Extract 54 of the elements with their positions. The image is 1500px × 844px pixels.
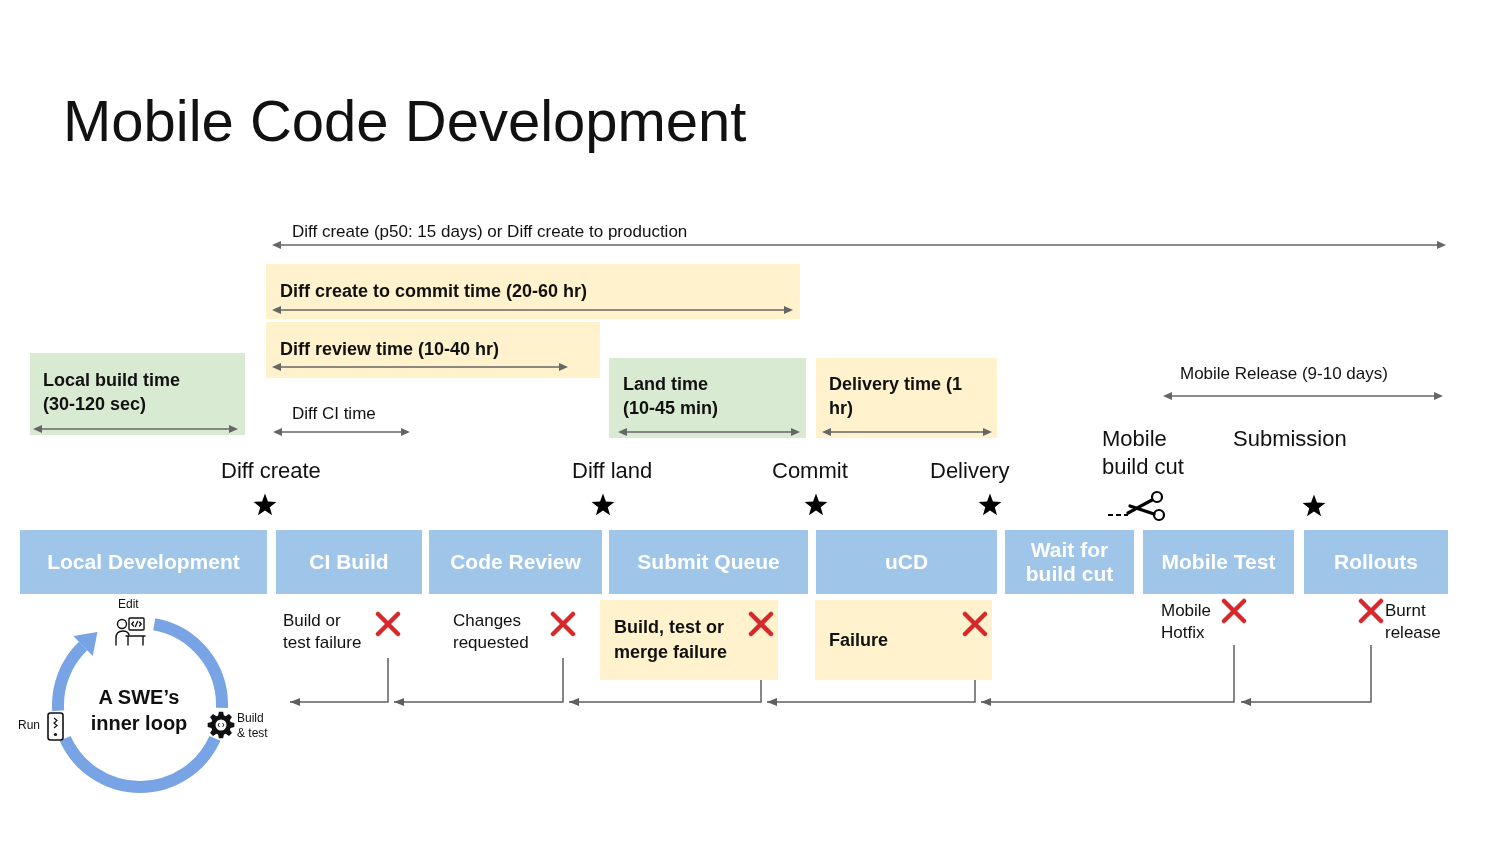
failure-box — [815, 600, 992, 680]
phase-box — [1143, 530, 1294, 594]
phase-box — [276, 530, 422, 594]
slide-title: Mobile Code Development — [63, 87, 747, 155]
milestone-label: Diff land — [572, 457, 653, 485]
return-arrow — [980, 644, 1235, 706]
step-label: Edit — [118, 597, 139, 612]
phase-label: Mobile Test — [1161, 550, 1276, 574]
failure-box — [600, 600, 778, 680]
return-arrow — [568, 679, 762, 706]
failure-text: Mobile Hotfix — [1161, 600, 1213, 644]
duration-box — [816, 358, 997, 438]
milestone-label: Mobile build cut — [1102, 425, 1185, 481]
return-arrow — [766, 679, 976, 706]
phase-box — [429, 530, 602, 594]
duration-label: Diff create (p50: 15 days) or Diff create to production — [292, 221, 688, 242]
duration-box — [30, 353, 245, 435]
failure-text: Build or test failure — [283, 610, 363, 654]
duration-label: Mobile Release (9-10 days) — [1180, 363, 1388, 384]
duration-text: Land time (10-45 min) — [623, 373, 720, 420]
failure-text: Build, test or merge failure — [614, 616, 729, 664]
return-arrow — [289, 657, 389, 706]
duration-box — [266, 322, 600, 378]
failure-text: Changes requested — [453, 610, 530, 654]
phase-box — [1304, 530, 1448, 594]
phase-label: Submit Queue — [637, 550, 780, 574]
return-arrow — [393, 657, 564, 706]
failure-text: Burnt release — [1385, 600, 1442, 644]
duration-text: Diff review time (10-40 hr) — [280, 338, 501, 361]
phase-label: Code Review — [450, 550, 581, 574]
step-label: Build & test — [237, 711, 269, 741]
step-label: Run — [18, 718, 40, 733]
loop-title: A SWE’s inner loop — [89, 685, 189, 736]
milestone-label: Commit — [772, 457, 848, 485]
phase-label: Local Development — [47, 550, 240, 574]
phase-label: Rollouts — [1334, 550, 1418, 574]
duration-text: Diff create to commit time (20-60 hr) — [280, 280, 589, 303]
phase-box — [20, 530, 267, 594]
phase-box — [816, 530, 997, 594]
duration-label: Diff CI time — [292, 403, 376, 424]
phase-box — [1005, 530, 1134, 594]
milestone-label: Delivery — [930, 457, 1010, 485]
duration-box — [266, 264, 800, 319]
phase-label: uCD — [884, 550, 929, 574]
duration-text: Delivery time (1 hr) — [829, 373, 964, 420]
duration-box — [609, 358, 806, 438]
phase-label: Wait for build cut — [1024, 538, 1115, 586]
milestone-label: Diff create — [221, 457, 321, 485]
phase-label: CI Build — [309, 550, 389, 574]
phase-box — [609, 530, 808, 594]
failure-text: Failure — [829, 628, 890, 652]
milestone-label: Submission — [1233, 425, 1347, 453]
return-arrow — [1240, 644, 1372, 706]
duration-text: Local build time (30-120 sec) — [43, 369, 181, 416]
